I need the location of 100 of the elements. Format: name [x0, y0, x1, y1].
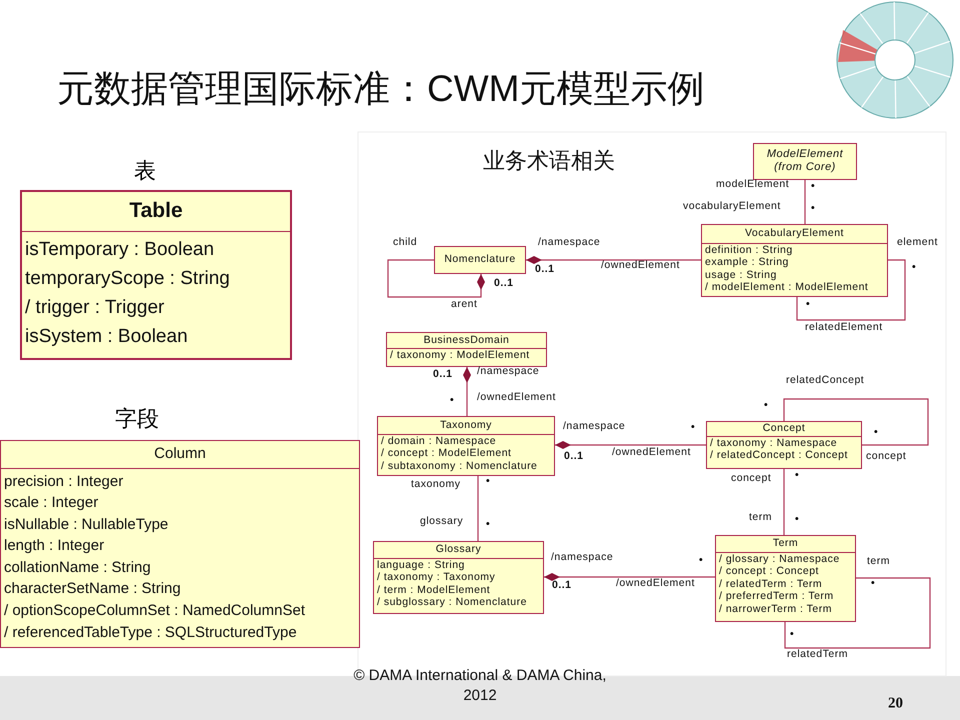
- attribute-text: characterSetName : String: [3, 579, 182, 600]
- attribute-text: / concept : Concept: [718, 565, 820, 578]
- role-label: concept: [731, 472, 772, 484]
- role-label: relatedElement: [805, 321, 883, 333]
- association-line: [804, 180, 806, 224]
- attribute-text: definition : String: [704, 244, 794, 256]
- role-label: /ownedElement: [477, 391, 556, 403]
- attribute-text: / trigger : Trigger: [24, 296, 166, 320]
- multiplicity-label: •: [811, 180, 816, 192]
- class-box: [386, 332, 547, 367]
- composition-line: [526, 256, 701, 264]
- class-box: [715, 535, 856, 622]
- attribute-text: / taxonomy : Namespace: [709, 436, 838, 449]
- class-box: [753, 143, 857, 180]
- multiplicity-label: •: [450, 394, 454, 406]
- role-label: vocabularyElement: [683, 200, 781, 212]
- attribute-text: / glossary : Namespace: [718, 552, 841, 565]
- slide-title: 元数据管理国际标准：CWM元模型示例: [57, 67, 704, 111]
- class-name: ModelElement (from Core): [766, 147, 844, 175]
- association-line: [783, 398, 929, 446]
- role-label: /namespace: [538, 236, 600, 248]
- attribute-text: / domain : Namespace: [380, 434, 498, 447]
- role-label: /ownedElement: [616, 577, 695, 589]
- attribute-text: / referencedTableType : SQLStructuredType: [3, 622, 298, 643]
- attribute-text: / relatedTerm : Term: [718, 578, 824, 590]
- multiplicity-label: •: [811, 202, 816, 214]
- class-box: [377, 416, 555, 476]
- attribute-text: collationName : String: [3, 558, 152, 578]
- class-name: Table: [22, 192, 290, 232]
- composition-line: [544, 573, 715, 581]
- multiplicity-label: •: [795, 469, 800, 481]
- multiplicity-label: •: [486, 518, 490, 530]
- role-label: /ownedElement: [612, 446, 691, 458]
- attribute-text: / modelElement : ModelElement: [704, 281, 870, 294]
- role-label: relatedConcept: [786, 374, 864, 386]
- class-box: [434, 246, 526, 274]
- attribute-text: isNullable : NullableType: [3, 514, 170, 535]
- multiplicity-label: •: [486, 475, 490, 487]
- class-name: Taxonomy: [378, 417, 554, 434]
- composition-line: [555, 441, 706, 449]
- class-box: [706, 421, 862, 469]
- multiplicity-label: •: [874, 426, 878, 438]
- attribute-text: / term : ModelElement: [376, 584, 492, 596]
- role-label: glossary: [420, 515, 464, 527]
- class-name: VocabularyElement: [702, 225, 887, 244]
- class-name: BusinessDomain: [387, 333, 546, 348]
- section-heading: 字段: [114, 405, 160, 433]
- multiplicity-label: •: [699, 554, 704, 566]
- class-box: [20, 190, 292, 360]
- multiplicity-label: 0..1: [564, 450, 584, 462]
- attribute-text: isTemporary : Boolean: [24, 238, 216, 262]
- class-name: Concept: [707, 422, 861, 436]
- attribute-text: usage : String: [704, 268, 778, 281]
- association-line: [477, 476, 479, 541]
- multiplicity-label: •: [764, 399, 768, 411]
- composition-line: [463, 367, 471, 416]
- page-number: 20: [888, 696, 903, 712]
- role-label: element: [897, 236, 938, 248]
- multiplicity-label: •: [871, 577, 876, 589]
- multiplicity-label: •: [912, 261, 916, 273]
- role-label: arent: [451, 298, 478, 310]
- attribute-text: / subtaxonomy : Nomenclature: [380, 460, 538, 472]
- attribute-text: / subglossary : Nomenclature: [376, 596, 528, 608]
- attribute-text: / preferredTerm : Term: [718, 590, 835, 602]
- attribute-text: language : String: [376, 558, 466, 571]
- class-box: [701, 224, 888, 297]
- multiplicity-label: 0..1: [552, 579, 572, 591]
- multiplicity-label: 0..1: [433, 368, 453, 380]
- attribute-text: / taxonomy : Taxonomy: [376, 571, 496, 584]
- attribute-text: length : Integer: [3, 536, 106, 556]
- multiplicity-label: 0..1: [535, 263, 555, 275]
- attribute-text: example : String: [704, 256, 790, 268]
- role-label: modelElement: [716, 178, 790, 190]
- class-name: Glossary: [374, 542, 543, 558]
- role-label: concept: [866, 450, 906, 462]
- role-label: /ownedElement: [601, 259, 680, 271]
- class-name: Column: [1, 441, 359, 468]
- attribute-text: / optionScopeColumnSet : NamedColumnSet: [3, 601, 306, 622]
- attribute-text: / taxonomy : ModelElement: [389, 348, 531, 361]
- section-heading: 业务术语相关: [483, 147, 615, 175]
- association-line: [783, 469, 785, 535]
- attribute-text: precision : Integer: [3, 472, 124, 492]
- attribute-text: / narrowerTerm : Term: [718, 602, 833, 615]
- class-name: Nomenclature: [443, 252, 517, 267]
- attribute-text: temporaryScope : String: [24, 266, 231, 290]
- composition-line: [387, 259, 485, 298]
- section-heading: 表: [133, 157, 157, 185]
- attribute-text: / concept : ModelElement: [380, 447, 512, 460]
- role-label: /namespace: [477, 365, 540, 377]
- role-label: child: [393, 236, 418, 248]
- multiplicity-label: •: [790, 628, 794, 640]
- role-label: term: [749, 511, 772, 523]
- attribute-text: isSystem : Boolean: [24, 324, 189, 348]
- attribute-text: scale : Integer: [3, 493, 100, 514]
- class-box: [0, 440, 360, 648]
- multiplicity-label: •: [806, 298, 810, 310]
- multiplicity-label: 0..1: [494, 277, 514, 289]
- role-label: term: [867, 555, 890, 567]
- association-line: [796, 259, 906, 321]
- association-line: [784, 577, 931, 649]
